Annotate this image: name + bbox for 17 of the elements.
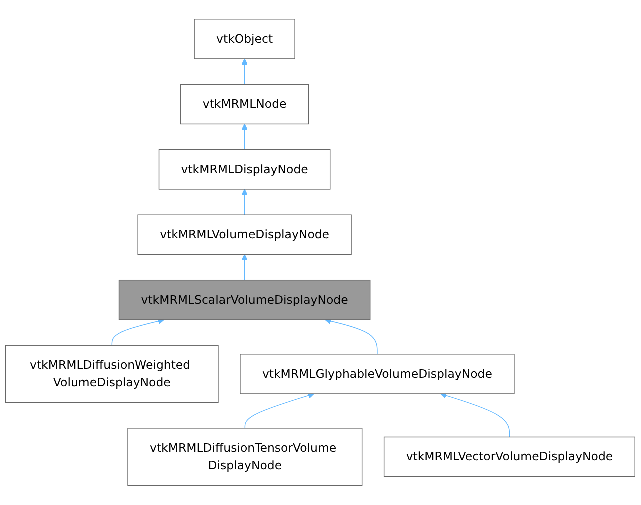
arrow: [242, 254, 248, 281]
node-box: vtkMRMLNode: [180, 84, 310, 125]
node-box: vtkMRMLGlyphableVolumeDisplayNode: [240, 354, 515, 394]
arrow: [242, 124, 248, 150]
node-box: vtkMRMLDisplayNode: [158, 150, 331, 190]
node-box: vtkMRMLVectorVolumeDisplayNode: [384, 436, 636, 478]
arrow: [440, 392, 510, 438]
node-box: vtkMRMLDiffusionTensorVolume DisplayNode: [128, 428, 363, 486]
arrow: [242, 58, 248, 85]
arrow: [325, 318, 378, 355]
arrow: [112, 318, 165, 346]
arrow: [242, 189, 248, 216]
arrow: [244, 392, 315, 429]
node-box: vtkMRMLDiffusionWeighted VolumeDisplayNode: [6, 345, 219, 404]
node-box: vtkMRMLVolumeDisplayNode: [138, 214, 352, 256]
node-box: vtkObject: [194, 19, 296, 60]
node-box: vtkMRMLScalarVolumeDisplayNode: [118, 280, 371, 320]
